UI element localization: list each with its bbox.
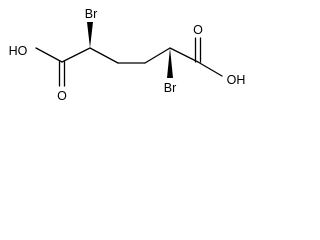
atom-label-hydroxyl-left: HO (9, 44, 28, 58)
bond-c5-c6 (169, 47, 199, 63)
atom-label-bromine-left: Br (85, 7, 98, 21)
bond-c4-c5 (144, 47, 171, 64)
atom-label-oxygen-right: O (193, 23, 203, 37)
wedge-bond-c2-br (87, 22, 93, 48)
structural-formula: HO O Br O OH Br (9, 7, 246, 103)
bond-c2-c3 (89, 47, 119, 64)
bond-c1-c2 (61, 47, 91, 63)
wedge-bond-c5-br (167, 48, 173, 78)
bond-c1-oh (35, 47, 63, 63)
atom-label-hydroxyl-right: OH (227, 73, 246, 87)
atom-label-bromine-right: Br (164, 81, 177, 95)
bond-c6-oh (197, 61, 223, 77)
atom-label-oxygen-left: O (57, 89, 67, 103)
